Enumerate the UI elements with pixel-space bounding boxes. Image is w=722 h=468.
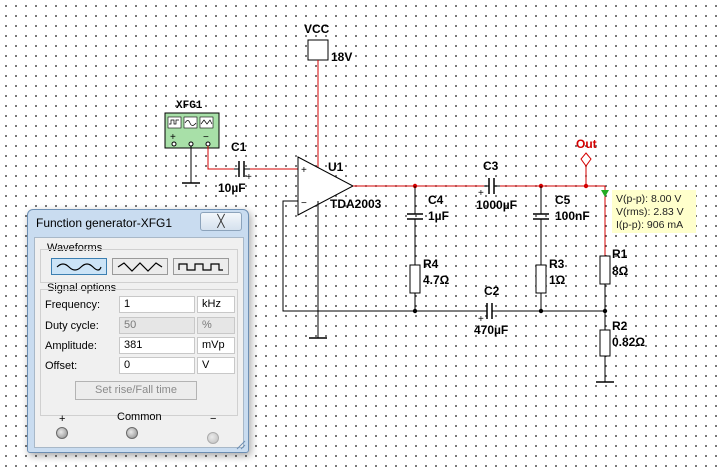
feedback-wire[interactable] <box>282 200 478 312</box>
offset-unit[interactable]: V <box>197 357 235 374</box>
junction-dot <box>412 308 418 314</box>
set-rise-fall-time-button[interactable]: Set rise/Fall time <box>75 381 197 400</box>
vcc-value: 18V <box>331 50 352 64</box>
c2-ref: C2 <box>484 284 500 298</box>
c3-value: 1000µF <box>476 198 517 212</box>
amplitude-unit[interactable]: mVp <box>197 337 235 354</box>
frequency-unit[interactable]: kHz <box>197 296 235 313</box>
signal-options-title: Signal options <box>47 282 117 294</box>
square-wave-button[interactable] <box>173 258 229 275</box>
c4-ref: C4 <box>428 193 444 207</box>
close-button[interactable]: ╳ <box>200 212 242 231</box>
r3-value: 1Ω <box>549 273 566 287</box>
amplitude-label: Amplitude: <box>45 340 97 352</box>
opamp-part: TDA2003 <box>330 197 382 211</box>
offset-label: Offset: <box>45 360 78 372</box>
opamp-ref: U1 <box>328 160 344 174</box>
resistor-r1[interactable]: R1 8Ω <box>599 247 629 285</box>
offset-input[interactable]: 0 <box>119 357 195 374</box>
opamp-minus-label: − <box>301 198 307 209</box>
r1-value: 8Ω <box>612 264 629 278</box>
svg-text:+: + <box>478 314 484 325</box>
generator-minus-pin: − <box>203 132 209 143</box>
svg-text:+: + <box>478 188 484 199</box>
r4-ref: R4 <box>423 257 439 271</box>
resize-grip-icon[interactable] <box>236 440 246 450</box>
signal-options-group <box>40 289 238 416</box>
probe-vpp: V(p-p): 8.00 V <box>616 193 681 205</box>
c1-ref: C1 <box>231 140 247 154</box>
square-wave-icon <box>178 263 223 271</box>
c3-ref: C3 <box>483 159 499 173</box>
resistor-r4[interactable]: R4 4.7Ω <box>409 257 450 294</box>
minus-terminal-label: − <box>210 413 217 425</box>
c5-ref: C5 <box>555 193 571 207</box>
r4-value: 4.7Ω <box>423 273 450 287</box>
function-generator-window[interactable]: Function generator-XFG1 ╳ Waveforms Sign… <box>27 209 249 453</box>
plus-terminal-label: + <box>59 413 66 425</box>
vcc-label: VCC <box>304 22 330 36</box>
vcc-source[interactable]: VCC 18V <box>304 22 352 64</box>
capacitor-c4[interactable]: C4 1µF <box>407 193 449 223</box>
minus-terminal[interactable] <box>207 432 219 444</box>
resistor-r3[interactable]: R3 1Ω <box>535 257 566 294</box>
sine-wave-icon <box>56 263 102 271</box>
waveforms-group <box>40 249 238 283</box>
r1-ref: R1 <box>612 247 628 261</box>
r2-value: 0.82Ω <box>612 335 645 349</box>
triangle-wave-icon <box>117 262 163 272</box>
duty-cycle-label: Duty cycle: <box>45 320 99 332</box>
generator-output-wire[interactable] <box>207 146 234 170</box>
window-title: Function generator-XFG1 <box>36 216 173 230</box>
c5-value: 100nF <box>555 209 590 223</box>
junction-dot <box>538 308 544 314</box>
opamp-u1[interactable]: U1 + − TDA2003 <box>297 156 382 216</box>
frequency-label: Frequency: <box>45 299 101 311</box>
probe-vrms: V(rms): 2.83 V <box>616 206 684 218</box>
plus-terminal[interactable] <box>56 427 68 439</box>
r2-ref: R2 <box>612 319 628 333</box>
generator-ref: XFG1 <box>176 100 203 112</box>
frequency-input[interactable]: 1 <box>119 296 195 313</box>
r3-ref: R3 <box>549 257 565 271</box>
svg-text:+: + <box>246 172 252 183</box>
duty-cycle-input[interactable]: 50 <box>119 317 195 334</box>
capacitor-c2[interactable]: C2 + 470µF <box>474 284 508 337</box>
c1-value: 10µF <box>218 181 246 195</box>
opamp-plus-label: + <box>301 165 307 176</box>
c2-value: 470µF <box>474 323 508 337</box>
c4-value: 1µF <box>428 209 449 223</box>
common-terminal-label: Common <box>117 411 162 423</box>
capacitor-c1[interactable]: C1 + 10µF <box>218 140 252 195</box>
capacitor-c3[interactable]: C3 + 1000µF <box>476 159 517 212</box>
probe-marker-icon[interactable] <box>601 190 609 197</box>
probe-label: Out <box>576 137 597 151</box>
sine-wave-button[interactable] <box>51 258 107 275</box>
probe-readout: V(p-p): 8.00 V V(rms): 2.83 V I(p-p): 90… <box>612 190 696 233</box>
amplitude-input[interactable]: 381 <box>119 337 195 354</box>
common-terminal[interactable] <box>126 427 138 439</box>
triangle-wave-button[interactable] <box>112 258 168 275</box>
probe-connector-icon[interactable] <box>580 152 592 167</box>
capacitor-c5[interactable]: C5 100nF <box>533 193 590 223</box>
function-generator-symbol[interactable]: XFG1 + − <box>164 100 220 149</box>
generator-plus-pin: + <box>170 132 176 143</box>
resistor-r2[interactable]: R2 0.82Ω <box>599 319 645 357</box>
duty-cycle-unit[interactable]: % <box>197 317 235 334</box>
probe-ipp: I(p-p): 906 mA <box>616 219 683 231</box>
window-body: Waveforms Signal options Frequency: 1 kH… <box>34 237 244 448</box>
waveforms-group-title: Waveforms <box>47 242 103 254</box>
